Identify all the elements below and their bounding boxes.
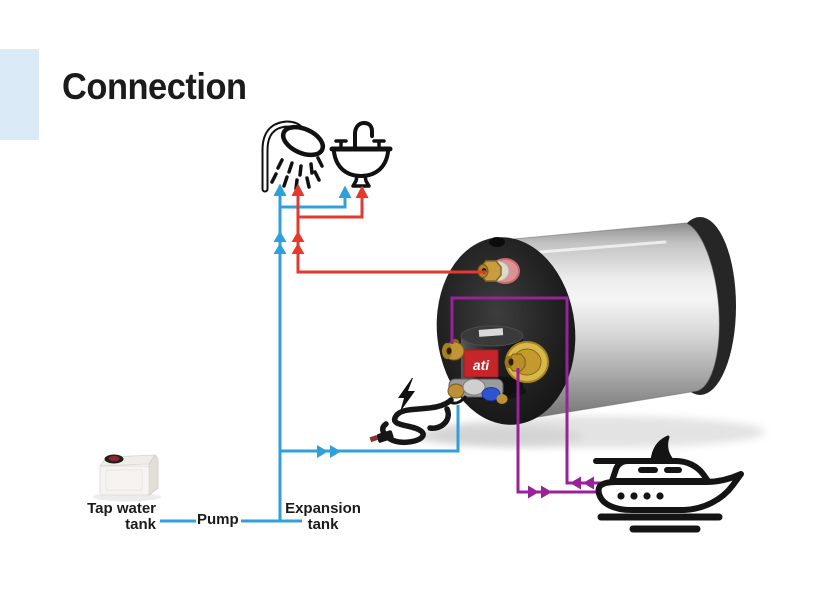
- relief-valve: [447, 378, 508, 405]
- water-heater-photo: ati: [369, 217, 765, 448]
- power-cable: [369, 397, 454, 445]
- tap-water-tank-label-line1: Tap water: [87, 500, 156, 517]
- boat-fin: [650, 435, 675, 463]
- hot-water-lines: [296, 195, 486, 274]
- coil-supply-fitting: [504, 341, 549, 383]
- accent-rect: [0, 49, 39, 140]
- hot-outlet-fitting: [477, 258, 520, 284]
- boat-window-1: [638, 467, 658, 473]
- tap-water-tank-label: Tap water tank: [64, 501, 156, 533]
- boat-icon: [593, 435, 744, 533]
- hot-main-line: [296, 195, 486, 274]
- shower-spray: [270, 156, 324, 191]
- cold-branch-sink: [280, 197, 347, 209]
- lightning-bolt-icon: [398, 378, 415, 412]
- boat-superstructure: [609, 458, 711, 484]
- pump-label: Pump: [197, 511, 239, 528]
- brand-label-plate: [463, 349, 499, 378]
- expansion-tank-label-line2: tank: [307, 516, 339, 533]
- boat-window-2: [664, 467, 682, 473]
- brand-label: ati: [473, 357, 490, 373]
- engine-circuit-arrows: [528, 476, 594, 499]
- boat-portholes: [617, 492, 664, 500]
- sink-icon: [329, 120, 393, 188]
- tap-water-tank-label-line2: tank: [125, 516, 156, 533]
- heater-shadow-dark: [418, 426, 582, 446]
- water-tank-icon: [93, 454, 161, 502]
- heater-highlight: [538, 240, 667, 254]
- hot-water-arrows: [291, 183, 369, 254]
- cold-water-lines: [160, 195, 460, 523]
- hot-branch-sink: [298, 197, 364, 219]
- cap-top-knob: [489, 237, 505, 247]
- expansion-tank-label: Expansion tank: [283, 501, 363, 533]
- boat-hull: [595, 471, 744, 513]
- expansion-tank-label-line1: Expansion: [285, 500, 361, 517]
- shower-icon: [261, 120, 326, 193]
- engine-supply-line: [516, 368, 610, 494]
- page-title: Connection: [62, 66, 247, 107]
- cold-water-arrows: [273, 183, 352, 458]
